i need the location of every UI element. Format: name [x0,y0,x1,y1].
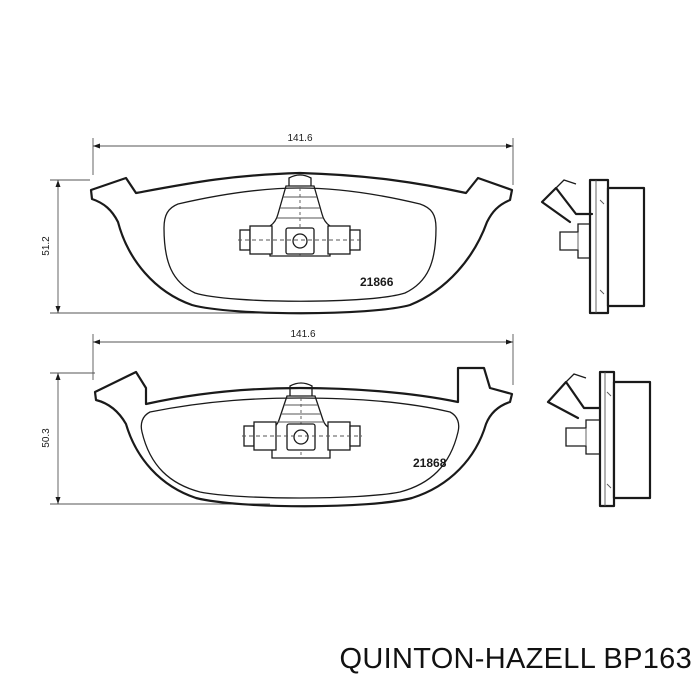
pad-2-friction-material [140,397,460,499]
pad-1-side-view [540,178,646,315]
pad-2-height-dimension: 50.3 [41,372,270,505]
pad-2-backing-plate [93,366,514,508]
pad-1-assembly: 141.6 51.2 [41,133,646,315]
pad-2-width-dimension: 141.6 [92,329,514,385]
pad-1-width-dimension: 141.6 [92,133,514,185]
pad-2-part-number: 21868 [413,456,447,470]
pad-1-part-number: 21866 [360,275,394,289]
pad-2-assembly: 141.6 50.3 [41,329,652,508]
pad-1-width-label: 141.6 [287,133,312,144]
pad-2-height-label: 50.3 [41,428,52,448]
pad-1-backing-plate [89,171,514,315]
pad-1-guide-pins [238,225,362,255]
pad-1-height-dimension: 51.2 [41,179,270,314]
product-caption: QUINTON-HAZELL BP163 [339,643,692,675]
pad-2-side-view [546,370,652,508]
pad-2-width-label: 141.6 [290,329,315,340]
pad-2-guide-pins [242,421,362,451]
pad-1-height-label: 51.2 [41,236,52,256]
